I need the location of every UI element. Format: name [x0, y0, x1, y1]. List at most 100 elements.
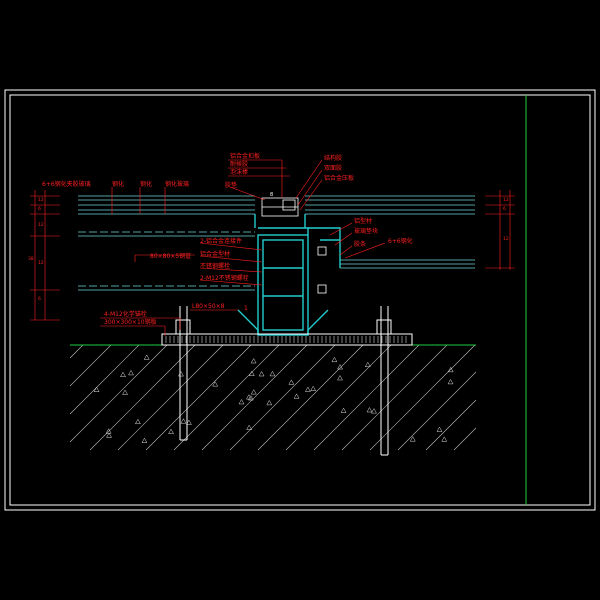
label-cap-1: 铝合金扣板	[230, 152, 260, 160]
aggregate-mark	[250, 389, 257, 395]
label-glass-b: 钢化	[140, 180, 152, 188]
aggregate-mark	[364, 361, 371, 367]
aggregate-mark	[128, 369, 134, 376]
aggregate-mark	[371, 408, 377, 414]
label-glass-c: 钢化玻璃	[165, 180, 189, 188]
aggregate-mark	[247, 395, 254, 401]
right-dim-3: 12	[503, 236, 509, 242]
aggregate-mark	[238, 398, 245, 405]
glass-panels	[78, 195, 475, 291]
aggregate-mark	[447, 366, 454, 373]
aggregate-mark	[212, 381, 219, 387]
aggregate-mark	[266, 399, 273, 406]
aggregate-mark	[245, 394, 252, 400]
hatch-line	[201, 344, 308, 451]
inner-frame	[9, 94, 591, 506]
leader-lines	[100, 159, 386, 336]
aggregate-mark	[304, 386, 311, 392]
aggregate-mark	[93, 386, 100, 392]
outer-frame	[4, 89, 596, 511]
label-small-mark: 1	[244, 305, 248, 312]
hatch-line	[69, 344, 112, 387]
label-tube: 80×80×5钢管	[150, 252, 191, 260]
left-dim-2: 6	[38, 206, 41, 212]
label-right-2: 玻璃垫块	[354, 227, 378, 235]
aggregate-mark	[436, 426, 443, 432]
aggregate-mark	[258, 370, 265, 377]
label-clip-4: 2-M12不锈钢螺栓	[200, 274, 249, 282]
aggregate-mark	[143, 354, 150, 360]
left-dim-5: 6	[38, 296, 41, 302]
aggregate-mark	[269, 370, 276, 377]
label-right-4: 6+6钢化	[388, 237, 413, 245]
aggregate-mark	[246, 424, 253, 430]
label-cap-right-3: 铝合金压板	[324, 174, 354, 182]
right-dim-1: 12	[503, 197, 509, 203]
connector-bolts	[282, 199, 327, 294]
steel-structure	[237, 214, 341, 336]
label-plate: L80×50×8	[192, 303, 225, 310]
concrete-hatch	[69, 344, 477, 451]
aggregate-mark	[248, 370, 255, 376]
hatch-line	[257, 344, 364, 451]
concrete-slab	[69, 344, 477, 451]
aggregate-mark	[122, 389, 129, 395]
aggregate-mark	[337, 374, 343, 381]
base-plate	[161, 333, 413, 346]
aggregate-mark	[447, 378, 454, 385]
aggregate-mark	[409, 436, 416, 442]
hatch-line	[425, 399, 477, 451]
right-dim-2: 6	[503, 206, 506, 212]
label-right-3: 胶条	[354, 240, 366, 248]
hatch-line	[89, 344, 196, 451]
left-dimension	[30, 190, 60, 321]
hatch-line	[145, 344, 252, 451]
aggregate-mark	[288, 379, 295, 385]
left-dim-3: 12	[38, 222, 44, 228]
left-dim-1: 12	[38, 197, 44, 203]
hatch-line	[313, 344, 420, 451]
aggregate-mark	[250, 358, 257, 364]
hatch-line	[229, 344, 336, 451]
aggregate-mark	[168, 428, 174, 434]
aggregate-mark	[186, 419, 192, 425]
cap-detail	[261, 197, 299, 217]
aggregate-mark	[340, 407, 347, 413]
label-base-1: 4-M12化学锚栓	[104, 310, 147, 318]
label-base-2: 300×300×10钢板	[104, 318, 157, 326]
aggregate-mark	[331, 356, 338, 363]
base-plate-ticks	[165, 336, 407, 343]
label-glass-a: 钢化	[112, 180, 124, 188]
hatch-line	[285, 344, 392, 451]
anchor-bolt-right	[376, 306, 392, 456]
aggregate-mark	[366, 406, 373, 413]
label-gasket: 胶垫	[225, 181, 237, 189]
hatch-line	[453, 427, 477, 451]
aggregate-mark	[180, 418, 187, 424]
aggregate-mark	[134, 418, 141, 425]
label-glass-top-left: 6+6钢化夹胶玻璃	[42, 180, 91, 188]
hatch-line	[397, 371, 477, 451]
aggregate-mark	[106, 432, 112, 438]
hatch-line	[69, 344, 84, 359]
label-dim-mark: 8	[270, 192, 273, 198]
aggregate-mark	[310, 385, 317, 392]
label-right-1: 铝型材	[354, 217, 372, 225]
aggregate-mark	[120, 371, 126, 377]
hatch-line	[117, 344, 224, 451]
hatch-line	[69, 344, 140, 415]
label-cap-2: 耐候胶	[230, 160, 248, 168]
left-dim-4: 12	[38, 260, 44, 266]
hatch-line	[341, 344, 448, 451]
label-clip-3: 不锈钢螺栓	[200, 262, 230, 270]
aggregate-mark	[337, 364, 343, 370]
hatch-line	[173, 344, 280, 451]
left-dim-total: 38	[28, 256, 34, 262]
aggregate-mark	[441, 436, 448, 442]
label-clip-2: 铝合金型材	[200, 250, 230, 258]
aggregate-mark	[293, 393, 300, 399]
label-clip-1: 2-铝合金连接件	[200, 237, 242, 245]
aggregate-mark	[141, 437, 148, 443]
label-cap-right-2: 双面胶	[324, 164, 342, 172]
